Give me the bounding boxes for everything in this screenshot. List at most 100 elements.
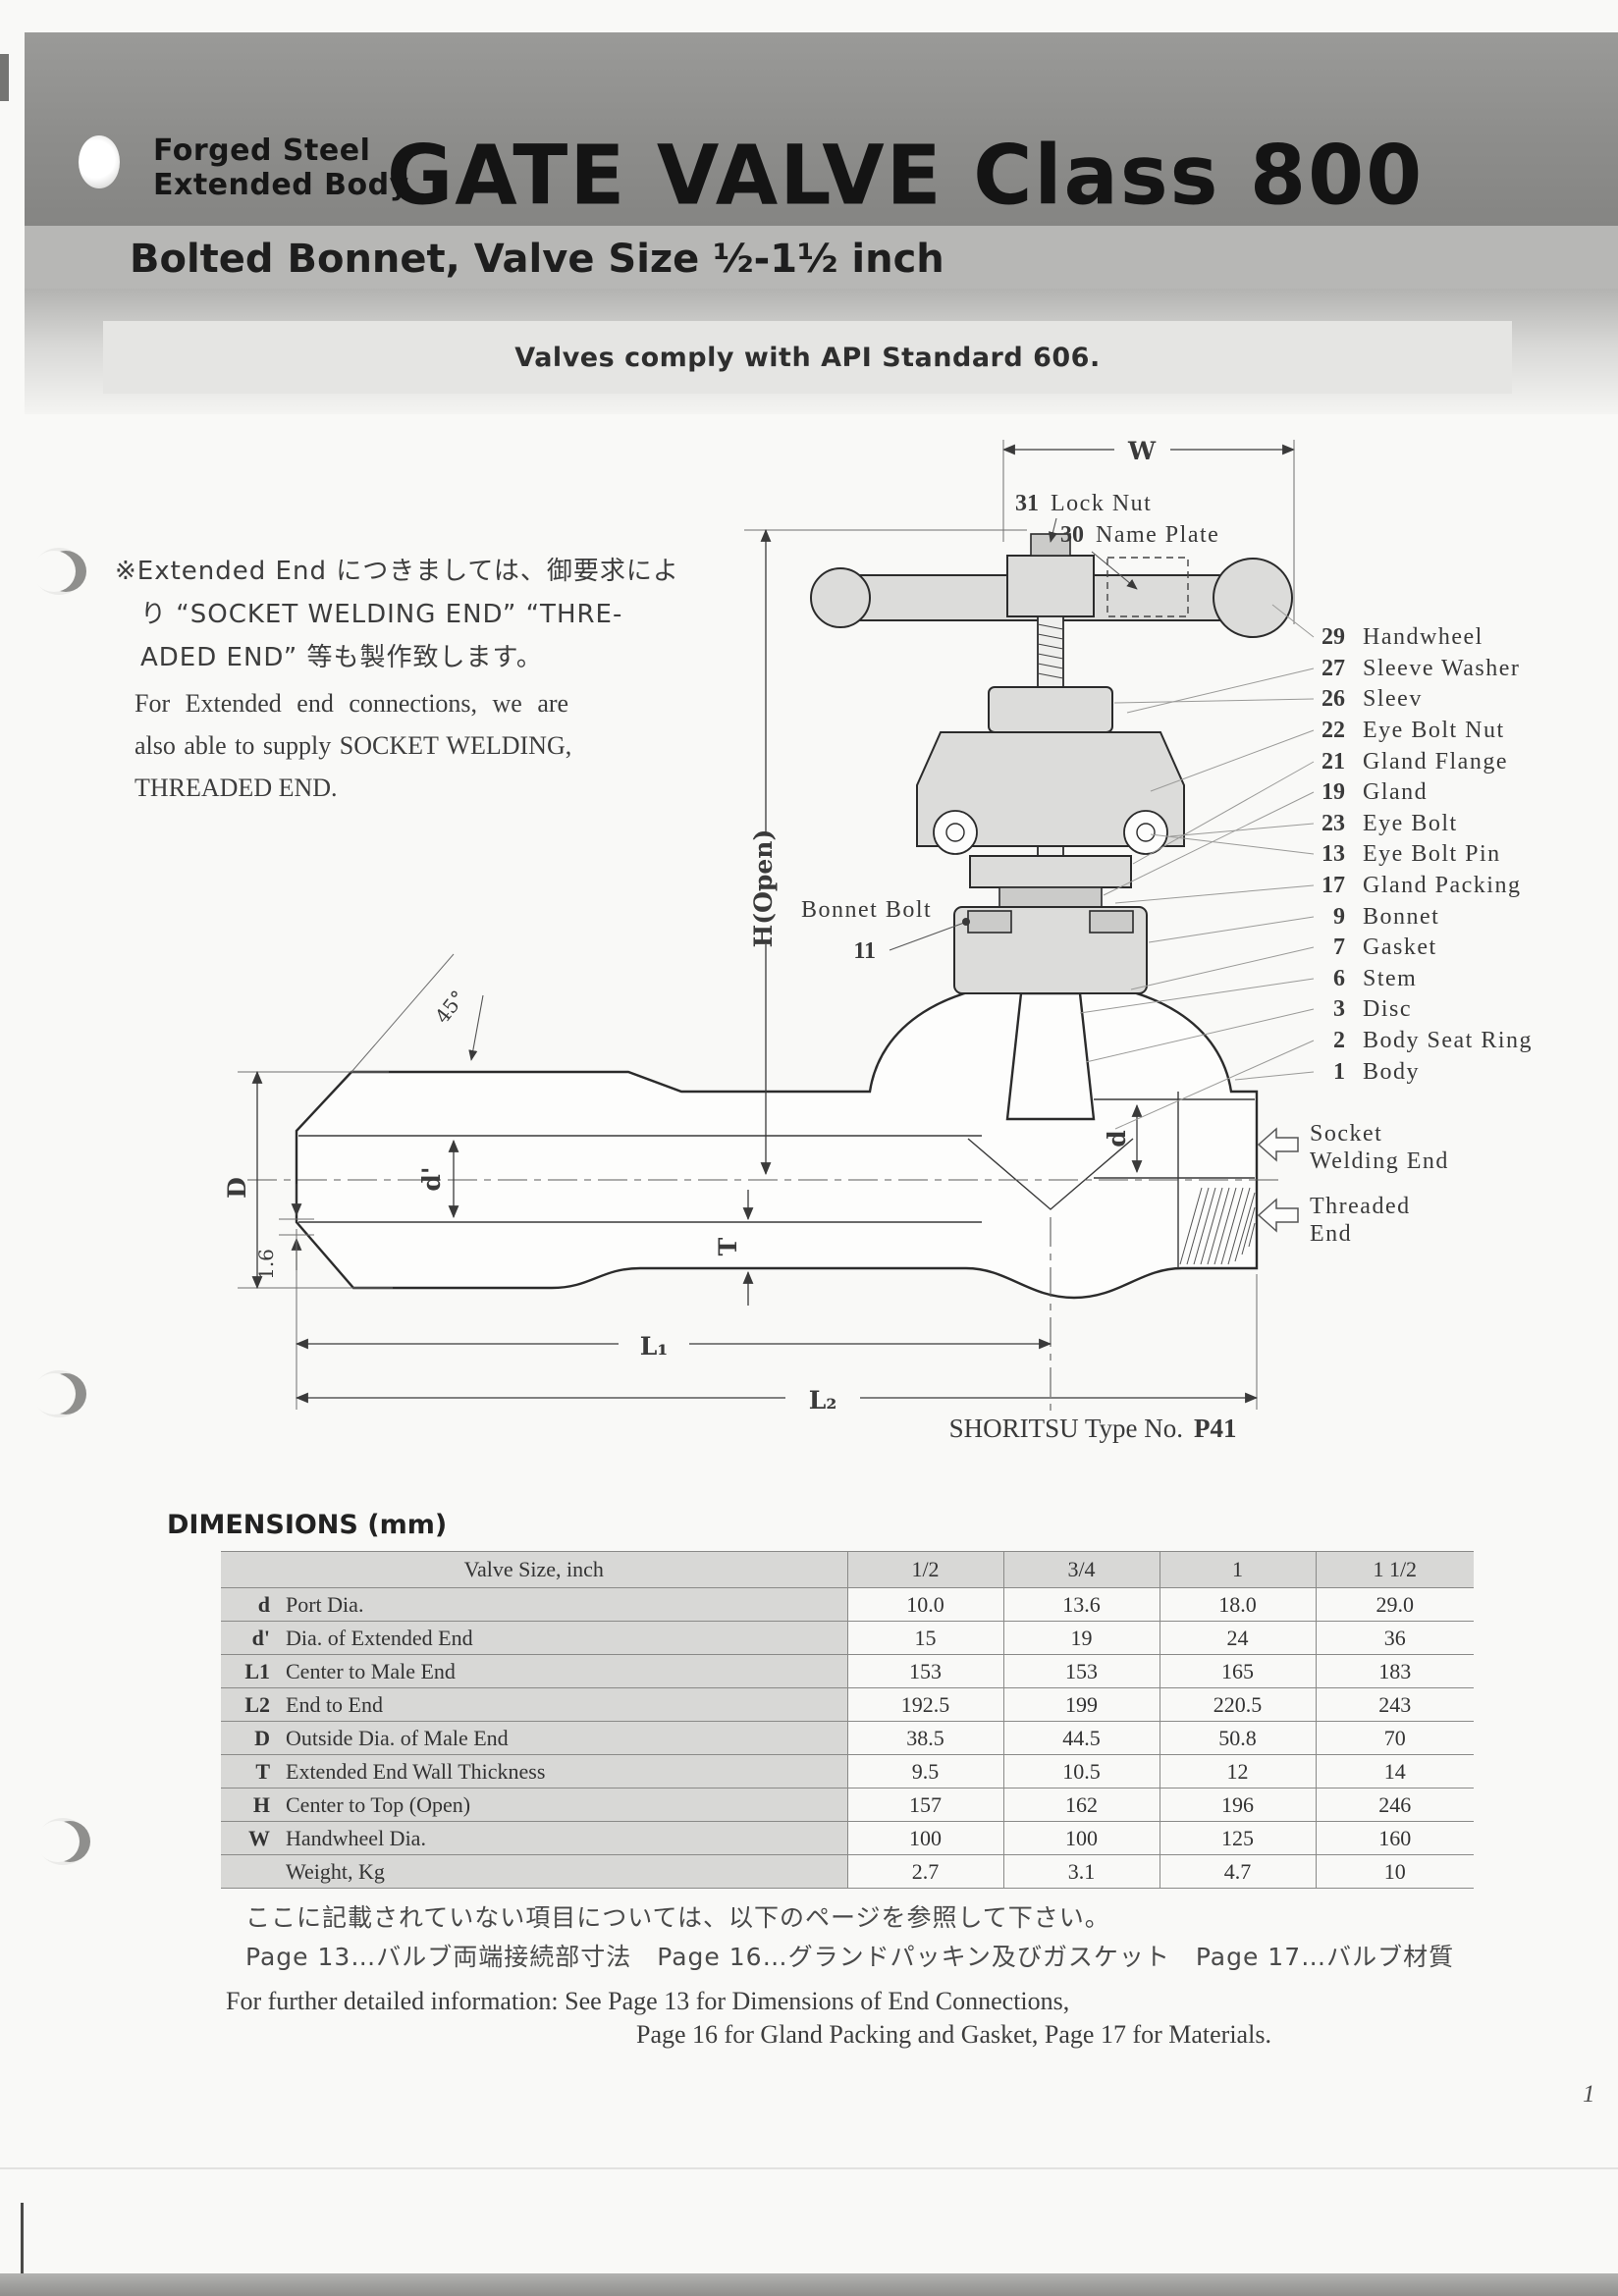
handwheel-rim-ball [1213,558,1293,638]
table-header-row: Valve Size, inch 1/2 3/4 1 1 1/2 [221,1551,1474,1588]
leader-dot [962,918,970,926]
disc-shape [1005,991,1096,1121]
brand-dot-icon [79,135,120,188]
table-row: d'Dia. of Extended End 15 19 24 36 [221,1621,1474,1655]
page-subtitle: Bolted Bonnet, Valve Size ½-1½ inch [130,237,944,282]
eye-bolt-pin-right [1123,810,1168,855]
cell-value: 153 [846,1654,1003,1688]
footer-jp-pages: Page 13…バルブ両端接続部寸法 Page 16…グランドパッキン及びガスケ… [245,1943,1455,1971]
intro-japanese: ※Extended End につきましては、御要求によ り “SOCKET WE… [115,550,679,679]
dim-description: Center to Top (Open) [286,1791,471,1817]
part-name: Name Plate [1096,522,1219,548]
dim-label-45: 45° [430,986,470,1028]
end-label-line1: Threaded [1310,1194,1411,1219]
dim-symbol: W [248,1825,270,1850]
dim-symbol: L1 [244,1658,270,1683]
part-number: 1 [1333,1059,1345,1085]
compliance-text: Valves comply with API Standard 606. [514,342,1101,373]
dim-label-H: H(Open) [749,829,778,948]
part-name: Sleeve Washer [1363,656,1520,681]
cell-value: 165 [1159,1654,1316,1688]
part-name: Bonnet [1363,904,1439,930]
hole-punch-icon [26,1364,94,1428]
end-label-line2: End [1310,1221,1352,1247]
column-header: 1/2 [846,1551,1003,1588]
dim-45deg: 45° [351,953,484,1073]
part-number: 17 [1321,873,1345,898]
en-line1: For Extended end connections, we are [135,689,569,718]
dim-label-d: d [1103,1130,1131,1147]
yoke-shape [916,731,1185,847]
top-callouts: 31 Lock Nut 30 Name Plate [1015,491,1219,590]
part-number: 30 [1060,522,1084,548]
cell-value: 246 [1315,1788,1474,1822]
cell-value: 38.5 [846,1721,1003,1755]
footer-jp-note: ここに記載されていない項目については、以下のページを参照して下さい。 [245,1903,1110,1932]
bottom-scan-bar [0,2273,1618,2296]
dim-label-W: W [1127,437,1157,465]
end-option-socket: Socket Welding End [1257,1121,1447,1174]
sleeve-shape [988,686,1113,733]
cell-value: 162 [1002,1788,1160,1822]
cell-value: 44.5 [1002,1721,1160,1755]
part-name: Lock Nut [1051,491,1152,516]
part-number: 23 [1321,811,1345,836]
footer-en-note2: Page 16 for Gland Packing and Gasket, Pa… [636,2020,1271,2049]
cell-value: 199 [1002,1687,1160,1722]
column-header: 1 [1159,1551,1316,1588]
type-number: P41 [1194,1414,1237,1443]
dim-symbol: D [254,1725,270,1750]
cell-value: 157 [846,1788,1003,1822]
dim-H: H(Open) [744,528,1027,1176]
column-header: 1 1/2 [1315,1551,1474,1588]
part-number: 22 [1321,718,1345,743]
part-name: Eye Bolt Nut [1363,718,1505,743]
cell-value: 18.0 [1159,1587,1316,1622]
table-row: Weight, Kg 2.7 3.1 4.7 10 [221,1854,1474,1889]
left-arrow-icon [1257,1127,1299,1162]
gland-flange-shape [969,855,1132,888]
dim-description: Weight, Kg [286,1858,385,1884]
dim-D: D [223,1070,393,1290]
cell-value: 14 [1315,1754,1474,1789]
hole-punch-icon [26,542,94,606]
cell-value: 10 [1315,1854,1474,1889]
part-name: Stem [1363,966,1417,991]
gland-shape [998,886,1103,908]
dim-label-D: D [223,1177,251,1199]
dim-label-L2: L₂ [809,1386,837,1415]
dim-symbol: L2 [244,1691,270,1717]
bonnet-bolt-callout: Bonnet Bolt 11 [801,897,970,964]
row-label: Weight, Kg [221,1854,847,1889]
dim-d-ext: d' [417,1139,459,1219]
cell-value: 10.0 [846,1587,1003,1622]
jp-line1: ※Extended End につきましては、御要求によ [115,557,679,586]
brand-line1: Forged Steel [153,133,371,168]
dim-label-T: T [714,1237,742,1255]
intro-english: For Extended end connections, we are als… [135,682,571,809]
part-number: 19 [1321,779,1345,805]
end-label-line1: Socket [1310,1121,1382,1147]
page-number: 1 [1583,2081,1595,2108]
part-name: Gland [1363,779,1428,805]
cell-value: 220.5 [1159,1687,1316,1722]
part-name: Disc [1363,996,1412,1022]
cell-value: 192.5 [846,1687,1003,1722]
dim-symbol: d [257,1591,270,1617]
cell-value: 29.0 [1315,1587,1474,1622]
cell-value: 3.1 [1002,1854,1160,1889]
cell-value: 183 [1315,1654,1474,1688]
dim-description: End to End [286,1691,383,1717]
dim-description: Extended End Wall Thickness [286,1758,546,1784]
part-name: Sleev [1363,686,1423,712]
